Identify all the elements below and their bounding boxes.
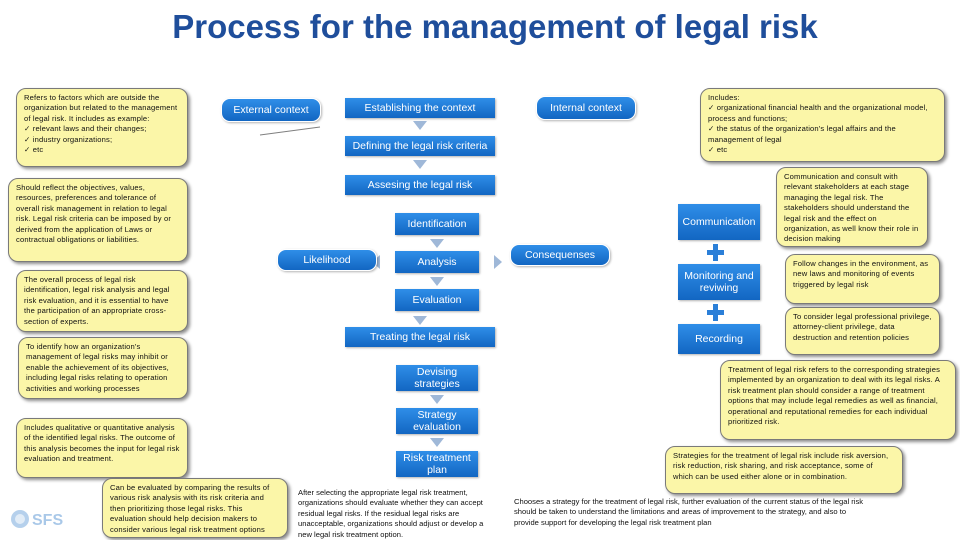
list-item: industry organizations; <box>24 135 180 145</box>
strategies-note: Strategies for the treatment of legal ri… <box>665 446 903 494</box>
treatment-plan-footer-text: Chooses a strategy for the treatment of … <box>514 497 864 527</box>
analysis-label: Analysis <box>417 256 457 268</box>
communication-label: Communication <box>682 216 756 228</box>
identification-box: Identification <box>395 213 479 235</box>
establishing-context-box: Establishing the context <box>345 98 495 118</box>
list-item: relevant laws and their changes; <box>24 124 180 134</box>
treatment-note-text: Treatment of legal risk refers to the co… <box>728 365 941 427</box>
communication-note: Communication and consult with relevant … <box>776 167 928 247</box>
arrow-down-icon <box>413 316 427 325</box>
treatment-plan-footer: Chooses a strategy for the treatment of … <box>514 497 866 528</box>
evaluation-note-text: Can be evaluated by comparing the result… <box>110 483 270 534</box>
defining-criteria-box: Defining the legal risk criteria <box>345 136 495 156</box>
external-context-box: External context <box>221 98 321 122</box>
logo-text: SFS <box>32 512 63 529</box>
analysis-note: Includes qualitative or quantitative ana… <box>16 418 188 478</box>
assessing-label: Assesing the legal risk <box>367 179 473 191</box>
internal-context-label: Internal context <box>550 102 622 114</box>
assessing-box: Assesing the legal risk <box>345 175 495 195</box>
internal-context-note-text: Includes: <box>708 93 740 102</box>
analysis-box: Analysis <box>395 251 479 273</box>
arrow-down-icon <box>413 160 427 169</box>
risk-treatment-plan-box: Risk treatment plan <box>396 451 478 477</box>
identification-note-text: To identify how an organization's manage… <box>26 342 169 393</box>
treatment-note: Treatment of legal risk refers to the co… <box>720 360 956 440</box>
strategy-evaluation-footer: After selecting the appropriate legal ri… <box>298 488 498 540</box>
external-context-note-text: Refers to factors which are outside the … <box>24 93 178 123</box>
assessment-note: The overall process of legal risk identi… <box>16 270 188 332</box>
recording-note-text: To consider legal professional privilege… <box>793 312 932 342</box>
strategy-evaluation-box: Strategy evaluation <box>396 408 478 434</box>
arrow-down-icon <box>430 438 444 447</box>
internal-context-note: Includes: organizational financial healt… <box>700 88 945 162</box>
arrow-down-icon <box>430 277 444 286</box>
page-title: Process for the management of legal risk <box>172 8 818 45</box>
internal-context-box: Internal context <box>536 96 636 120</box>
identification-label: Identification <box>407 218 467 230</box>
arrow-down-icon <box>430 395 444 404</box>
consequences-label: Consequenses <box>524 249 596 261</box>
external-context-note: Refers to factors which are outside the … <box>16 88 188 167</box>
external-context-list: relevant laws and their changes; industr… <box>24 124 180 155</box>
risk-treatment-plan-label: Risk treatment plan <box>403 452 471 476</box>
communication-note-text: Communication and consult with relevant … <box>784 172 919 244</box>
criteria-note: Should reflect the objectives, values, r… <box>8 178 188 262</box>
plus-icon <box>707 304 724 321</box>
devising-box: Devising strategies <box>396 365 478 391</box>
treating-box: Treating the legal risk <box>345 327 495 347</box>
external-context-label: External context <box>233 104 309 116</box>
communication-box: Communication <box>678 204 760 240</box>
likelihood-label: Likelihood <box>303 254 351 266</box>
list-item: the status of the organization's legal a… <box>708 124 937 145</box>
strategy-evaluation-footer-text: After selecting the appropriate legal ri… <box>298 488 484 539</box>
establishing-context-label: Establishing the context <box>364 102 476 114</box>
defining-criteria-label: Defining the legal risk criteria <box>352 140 488 152</box>
list-item: etc <box>24 145 180 155</box>
list-item: etc <box>708 145 937 155</box>
recording-label: Recording <box>695 333 743 345</box>
likelihood-box: Likelihood <box>277 249 377 271</box>
assessment-note-text: The overall process of legal risk identi… <box>24 275 170 326</box>
recording-box: Recording <box>678 324 760 354</box>
monitoring-box: Monitoring and reviwing <box>678 264 760 300</box>
evaluation-box: Evaluation <box>395 289 479 311</box>
identification-note: To identify how an organization's manage… <box>18 337 188 399</box>
arrow-down-icon <box>413 121 427 130</box>
strategy-evaluation-label: Strategy evaluation <box>413 409 461 433</box>
monitoring-note-text: Follow changes in the environment, as ne… <box>793 259 929 289</box>
list-item: organizational financial health and the … <box>708 103 937 124</box>
recording-note: To consider legal professional privilege… <box>785 307 940 355</box>
strategies-note-text: Strategies for the treatment of legal ri… <box>673 451 889 481</box>
monitoring-label: Monitoring and reviwing <box>684 270 754 294</box>
plus-icon <box>707 244 724 261</box>
treating-label: Treating the legal risk <box>370 331 470 343</box>
evaluation-label: Evaluation <box>412 294 462 306</box>
monitoring-note: Follow changes in the environment, as ne… <box>785 254 940 304</box>
consequences-box: Consequenses <box>510 244 610 266</box>
sfs-logo: SFS <box>11 510 63 529</box>
devising-label: Devising strategies <box>414 366 460 390</box>
evaluation-note: Can be evaluated by comparing the result… <box>102 478 288 538</box>
criteria-note-text: Should reflect the objectives, values, r… <box>16 183 172 245</box>
internal-context-list: organizational financial health and the … <box>708 103 937 155</box>
analysis-note-text: Includes qualitative or quantitative ana… <box>24 423 180 464</box>
arrow-down-icon <box>430 239 444 248</box>
